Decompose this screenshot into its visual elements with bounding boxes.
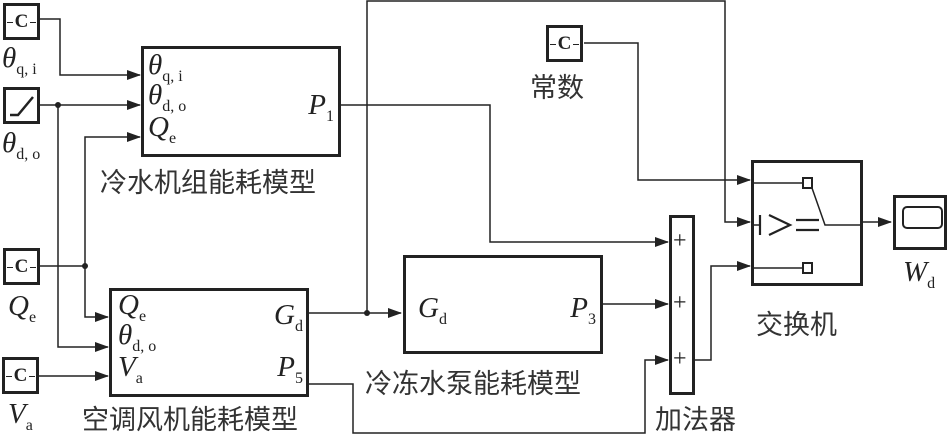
input-port-theta-do: θd, o: [148, 79, 187, 115]
dash: [573, 43, 579, 45]
fan-energy-model-block[interactable]: Qe θd, o Va Gd P5: [109, 288, 309, 397]
pump-block-title: 冷冻水泵能耗模型: [365, 369, 581, 400]
wire-theta-do-branch: [57, 105, 109, 352]
input-port-theta-qi: θq, i: [148, 49, 183, 85]
chiller-energy-model-block[interactable]: θq, i θd, o Qe P1: [141, 46, 341, 157]
constant-glyph: C: [14, 10, 29, 32]
label-theta-qi: θq, i: [2, 42, 37, 78]
dash: [30, 266, 36, 268]
wire-qe: [39, 265, 109, 322]
input-port-qe: Qe: [148, 111, 177, 147]
plus-sign: +: [673, 290, 687, 316]
output-port-p1: P1: [308, 89, 334, 125]
ramp-icon: [10, 96, 34, 117]
wire-gd-branch: [366, 0, 751, 313]
scope-block[interactable]: [893, 195, 947, 250]
constant-block-va[interactable]: C: [2, 357, 39, 394]
input-port-gd: Gd: [418, 292, 447, 328]
plus-sign: +: [673, 228, 687, 254]
switch-icon: [754, 177, 860, 274]
output-port-p5: P5: [277, 351, 303, 387]
input-port-va: Va: [118, 351, 143, 387]
dash: [7, 21, 13, 23]
wire-theta-qi: [40, 18, 141, 80]
wire-p5: [308, 355, 669, 434]
label-theta-do: θd, o: [2, 127, 41, 163]
constant-glyph: C: [557, 32, 572, 54]
label-const: 常数: [530, 73, 584, 104]
ramp-block-theta-do[interactable]: [3, 87, 40, 124]
wire-p1: [340, 104, 669, 247]
output-port-gd: Gd: [274, 299, 303, 335]
label-wd: Wd: [903, 256, 936, 292]
junction-dot: [55, 102, 61, 108]
wire-qe-branch: [84, 132, 141, 266]
constant-block-qe[interactable]: C: [3, 248, 40, 285]
pump-energy-model-block[interactable]: Gd P3: [403, 255, 603, 354]
dash: [6, 375, 12, 377]
scope-icon: [902, 206, 943, 229]
constant-block-theta-qi[interactable]: C: [3, 3, 40, 40]
wire-adder-out: [694, 261, 751, 361]
constant-block-const[interactable]: C: [546, 25, 583, 62]
switch-block[interactable]: [751, 160, 863, 286]
output-port-p3: P3: [570, 292, 596, 328]
junction-dot: [364, 310, 370, 316]
adder-block[interactable]: + + +: [669, 215, 695, 395]
label-va: Va: [8, 398, 33, 434]
adder-title: 加法器: [655, 405, 736, 436]
fan-block-title: 空调风机能耗模型: [82, 405, 298, 436]
constant-glyph: C: [13, 364, 28, 386]
dash: [550, 43, 556, 45]
label-qe: Qe: [8, 290, 37, 326]
input-port-theta-do: θd, o: [118, 319, 157, 355]
chiller-block-title: 冷水机组能耗模型: [100, 168, 316, 199]
input-port-qe: Qe: [118, 289, 147, 325]
dash: [30, 21, 36, 23]
junction-dot: [82, 263, 88, 269]
switch-title: 交换机: [756, 310, 837, 341]
plus-sign: +: [673, 346, 687, 372]
constant-glyph: C: [14, 255, 29, 277]
dash: [29, 375, 35, 377]
dash: [7, 266, 13, 268]
wire-const: [584, 42, 751, 185]
